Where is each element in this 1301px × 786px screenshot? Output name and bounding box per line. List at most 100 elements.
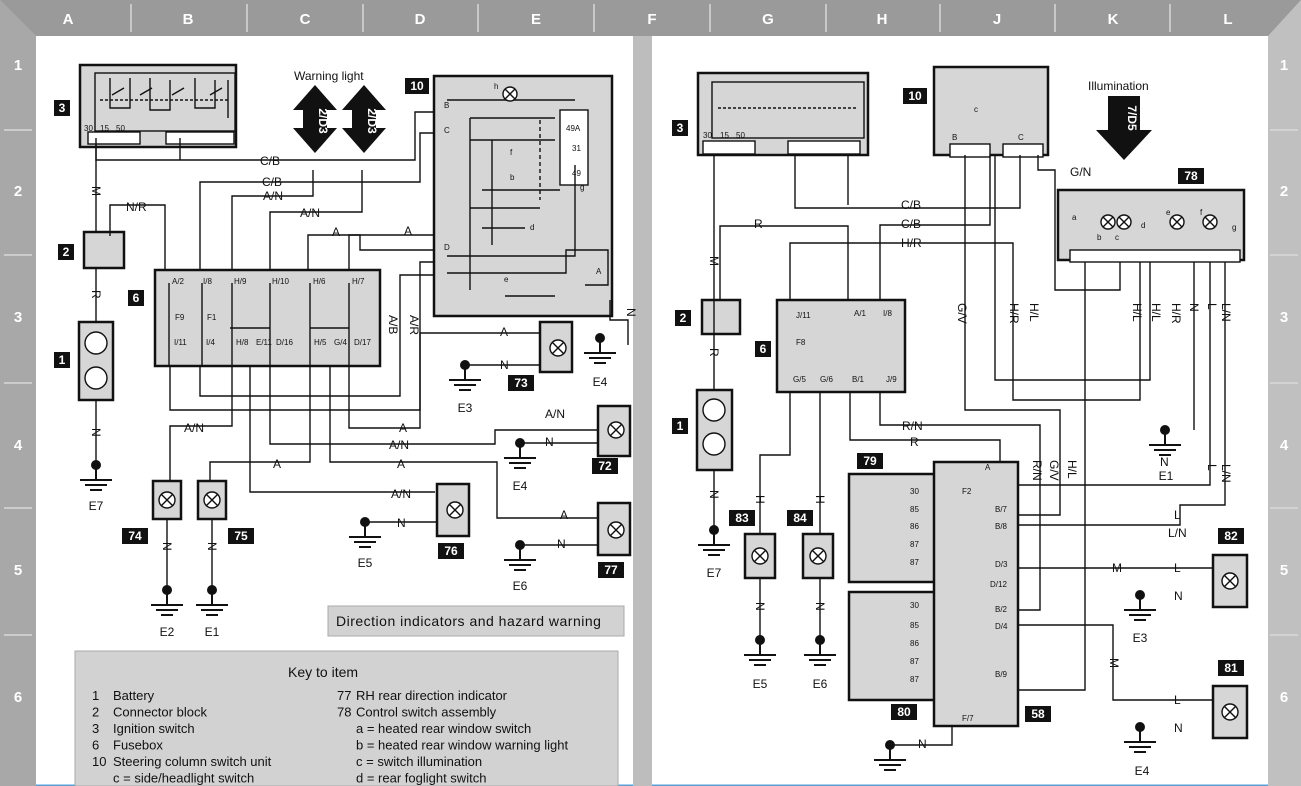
wire-label-A-N-2: A/N xyxy=(263,189,283,203)
pin-H-10-9: H/10 xyxy=(272,277,289,286)
wire-label-N-26: N xyxy=(160,542,174,551)
wire-label-R-N-47: R/N xyxy=(1030,460,1044,481)
grid-row-left-5: 5 xyxy=(14,562,22,579)
wire-label-A-15: A xyxy=(399,421,407,435)
wire-label-L-N-51: L/N xyxy=(1219,464,1233,483)
key-item-text-4: Steering column switch unit xyxy=(113,754,272,769)
wire-label-A-N-16: A/N xyxy=(389,438,409,452)
wire-label-H-R-30: H/R xyxy=(901,236,922,250)
wire-label-R-31: R xyxy=(754,217,763,231)
wire-label-N-23: N xyxy=(397,516,406,530)
item-10: 10 xyxy=(410,79,424,93)
pin-I-8-24: I/8 xyxy=(883,309,892,318)
wire-label-G-V-35: G/V xyxy=(955,303,969,324)
pin-I-4-13: I/4 xyxy=(206,338,215,347)
key-item2-text-1: Control switch assembly xyxy=(356,705,497,720)
pin-B-62: B xyxy=(952,133,957,142)
pin-h-53: h xyxy=(494,82,498,91)
wire-label-A-N-22: A/N xyxy=(391,487,411,501)
item-75-bg xyxy=(228,528,254,544)
pin-49-51: 49 xyxy=(572,169,581,178)
pin-B-8-32: B/8 xyxy=(995,522,1008,531)
grid-row-right-4: 4 xyxy=(1280,437,1289,454)
pin-e-70: e xyxy=(1166,208,1171,217)
pin-B-9-37: B/9 xyxy=(995,670,1008,679)
item-1: 1 xyxy=(59,353,66,367)
key-item-text-5: c = side/headlight switch xyxy=(113,771,254,786)
earth-E6-7: E6 xyxy=(513,579,528,593)
item-84-bg xyxy=(787,510,813,526)
item-72-bg xyxy=(592,458,618,474)
wire-label-L-58: L xyxy=(1174,693,1181,707)
wire-label-N-59: N xyxy=(1174,721,1183,735)
wire-label-N-60: N xyxy=(918,737,927,751)
wire-label-N-19: N xyxy=(545,435,554,449)
wire-label-N-64: N xyxy=(813,602,827,611)
pin-a-66: a xyxy=(1072,213,1077,222)
ground-symbols xyxy=(80,333,1181,771)
item-10-bg xyxy=(405,78,429,94)
earth-E5-6: E5 xyxy=(358,556,373,570)
pin-e-57: e xyxy=(504,275,509,284)
pin-50-2: 50 xyxy=(116,124,125,133)
key-heading: Key to item xyxy=(288,664,358,680)
item-58: 58 xyxy=(1031,707,1045,721)
wire-label-H-L-37: H/L xyxy=(1027,303,1041,322)
key-item2-text-2: a = heated rear window switch xyxy=(356,721,531,736)
pin-15-4: 15 xyxy=(720,131,729,140)
pin-30-0: 30 xyxy=(84,124,93,133)
item-79: 79 xyxy=(863,454,877,468)
item-2: 2 xyxy=(63,245,70,259)
left-wiring xyxy=(77,63,632,600)
pin-G-5-25: G/5 xyxy=(793,375,806,384)
earth-E6-10: E6 xyxy=(813,677,828,691)
item-82-bg xyxy=(1218,528,1244,544)
wire-label-G-V-48: G/V xyxy=(1047,460,1061,481)
wire-label-A-21: A xyxy=(273,457,281,471)
pin-D-60: D xyxy=(444,243,450,252)
item-10-right: 10 xyxy=(908,89,922,103)
pin-F1-21: F1 xyxy=(207,313,217,322)
grid-col-D: D xyxy=(415,11,426,28)
grid-col-L: L xyxy=(1223,11,1232,28)
key-item-text-2: Ignition switch xyxy=(113,721,195,736)
wire-label-H-L-49: H/L xyxy=(1065,460,1079,479)
item-3: 3 xyxy=(59,101,66,115)
item-58-bg xyxy=(1025,706,1051,722)
wire-label-L-N-44: L/N xyxy=(1219,303,1233,322)
item-81-bg xyxy=(1218,660,1244,676)
pin-I-8-7: I/8 xyxy=(203,277,212,286)
pin-B-58: B xyxy=(444,101,449,110)
warning-light-label: Warning light xyxy=(294,69,364,83)
grid-row-left-2: 2 xyxy=(14,183,22,200)
wire-label-A-N-17: A/N xyxy=(545,407,565,421)
wire-label-R-33: R xyxy=(707,348,721,357)
pin-g-52: g xyxy=(580,183,584,192)
pin-D-16-16: D/16 xyxy=(276,338,293,347)
pin-F9-20: F9 xyxy=(175,313,185,322)
wire-label-N-42: N xyxy=(1187,303,1201,312)
item-78-bg xyxy=(1178,168,1204,184)
pin-A-65: A xyxy=(985,463,991,472)
item-77: 77 xyxy=(604,563,618,577)
wire-label-A-4: A xyxy=(332,225,340,239)
pin-b-67: b xyxy=(1097,233,1102,242)
pin-E-11-15: E/11 xyxy=(256,338,272,347)
wire-label-N-63: N xyxy=(753,602,767,611)
grid-col-B: B xyxy=(183,11,194,28)
item-6-right-bg xyxy=(755,341,771,357)
item-77-bg xyxy=(598,562,624,578)
pin-F2-30: F2 xyxy=(962,487,972,496)
item-80: 80 xyxy=(897,705,911,719)
pin-f-71: f xyxy=(1200,208,1203,217)
pin-J-11-22: J/11 xyxy=(796,311,811,320)
item-80-bg xyxy=(891,704,917,720)
illumination-label: Illumination xyxy=(1088,79,1149,93)
pin-A-2-6: A/2 xyxy=(172,277,185,286)
grid-col-K: K xyxy=(1108,11,1119,28)
wire-label-L-50: L xyxy=(1205,464,1219,471)
pin-H-5-17: H/5 xyxy=(314,338,327,347)
